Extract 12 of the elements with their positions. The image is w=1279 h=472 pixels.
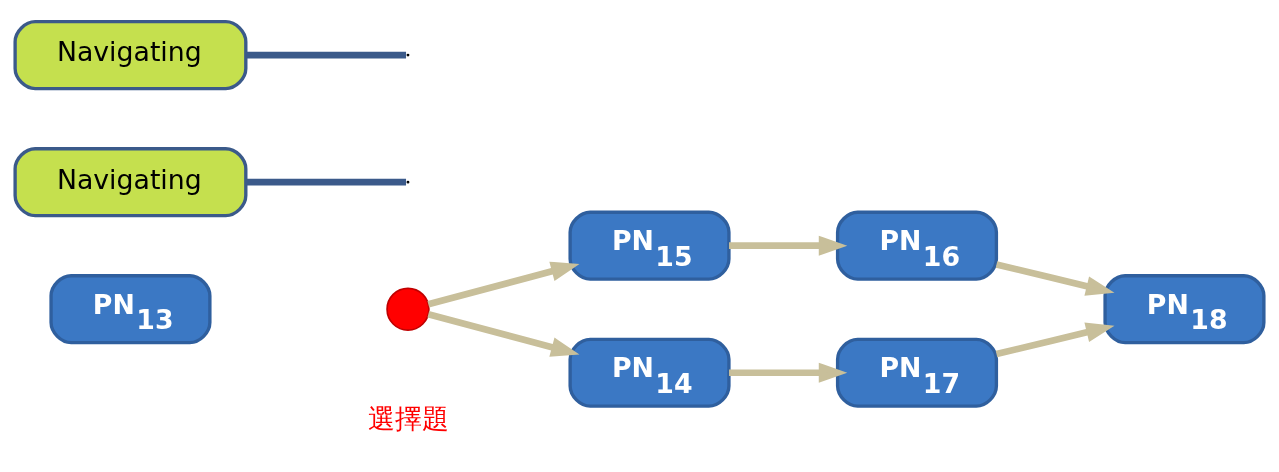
arrow bbox=[729, 235, 848, 256]
connector bbox=[246, 51, 407, 58]
arrow bbox=[995, 260, 1115, 296]
node-box: Navigating bbox=[13, 19, 248, 90]
arrow bbox=[427, 310, 580, 357]
arrow bbox=[729, 362, 848, 383]
node-circle bbox=[386, 287, 430, 331]
connector bbox=[246, 178, 407, 185]
arrow bbox=[995, 322, 1115, 357]
node-box: Navigating bbox=[13, 146, 248, 217]
arrow bbox=[427, 261, 580, 307]
node-label: 選擇題 bbox=[367, 402, 449, 434]
